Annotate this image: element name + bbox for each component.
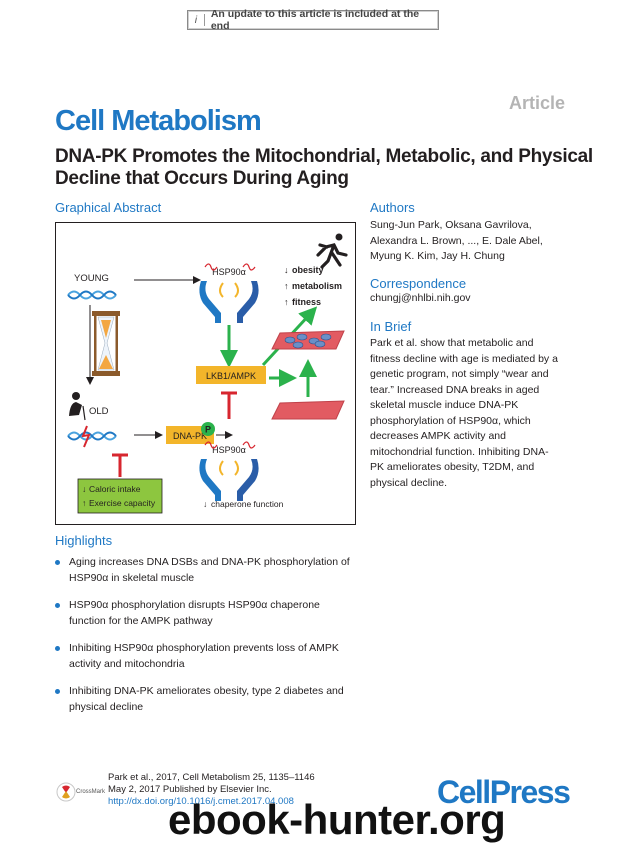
in-brief-text: Park et al. show that metabolic and fitn… xyxy=(370,336,605,491)
authors-line: Myung K. Kim, Jay H. Chung xyxy=(370,250,505,262)
bullet-icon xyxy=(55,689,60,694)
article-type-label: Article xyxy=(508,93,565,113)
article-title: DNA-PK Promotes the Mitochondrial, Metab… xyxy=(55,146,593,189)
doi-link[interactable]: http://dx.doi.org/10.1016/j.cmet.2017.04… xyxy=(108,796,294,807)
caloric-down-arrow: ↓ xyxy=(82,484,86,494)
bullet-icon xyxy=(55,646,60,651)
correspondence-heading: Correspondence xyxy=(370,276,467,291)
muscle-fiber-aged xyxy=(271,400,345,420)
caloric-label: Caloric intake xyxy=(89,484,141,494)
update-banner[interactable]: i An update to this article is included … xyxy=(187,8,439,32)
chaperone-down-arrow: ↓ xyxy=(203,499,207,509)
in-brief-heading: In Brief xyxy=(370,319,412,334)
intake-box xyxy=(77,478,163,514)
hsp90-bottom-subunit-right xyxy=(237,459,259,501)
lkb1-ampk-box xyxy=(196,366,266,384)
highlight-item: Aging increases DNA DSBs and DNA-PK phos… xyxy=(55,554,355,586)
hsp90-top-subunit-left xyxy=(199,281,221,323)
hsp90-top-subunit-right xyxy=(237,281,259,323)
in-brief-line: phosphorylation of HSP90α, which xyxy=(370,414,531,427)
highlights-list: Aging increases DNA DSBs and DNA-PK phos… xyxy=(55,554,355,726)
citation-line: May 2, 2017 Published by Elsevier Inc. xyxy=(108,784,272,795)
graphical-abstract: YOUNG OLD xyxy=(55,222,356,525)
in-brief-line: genetic program, not simply “wear and xyxy=(370,368,549,380)
hsp90-bottom-tail-left xyxy=(204,441,218,449)
metabolism-label: metabolism xyxy=(292,281,342,291)
mitochondrion xyxy=(314,340,326,348)
fitness-up-arrow: ↑ xyxy=(284,297,289,307)
hsp90-top-tail-left xyxy=(204,263,218,271)
journal-name: Cell Metabolism xyxy=(55,105,262,137)
update-banner-text: An update to this article is included at… xyxy=(210,8,420,32)
authors-line: Alexandra L. Brown, ..., E. Dale Abel, xyxy=(370,234,543,247)
exercise-up-arrow: ↑ xyxy=(82,498,86,508)
in-brief-line: fitness decline with age is mediated by … xyxy=(370,352,558,365)
dnapk-label: DNA-PK xyxy=(173,431,207,441)
graphical-abstract-figure: YOUNG OLD xyxy=(67,233,348,514)
in-brief-line: decreases AMPK activity and xyxy=(370,430,506,442)
hsp90-bottom-atp xyxy=(219,460,239,476)
runner-icon xyxy=(316,243,348,269)
old-label: OLD xyxy=(89,406,109,417)
metabolism-up-arrow: ↑ xyxy=(284,281,289,291)
graphical-abstract-heading: Graphical Abstract xyxy=(55,200,162,215)
watermark-text: ebook-hunter.org xyxy=(168,796,506,843)
dna-old-icon xyxy=(67,425,117,448)
mitochondrion xyxy=(296,333,308,341)
citation: Park et al., 2017, Cell Metabolism 25, 1… xyxy=(108,772,315,808)
dna-young-icon xyxy=(67,290,117,300)
bullet-icon xyxy=(55,603,60,608)
young-label: YOUNG xyxy=(74,273,109,284)
in-brief-line: mitochondrial function. Inhibiting DNA- xyxy=(370,445,549,458)
mitochondrion xyxy=(320,333,332,341)
in-brief-line: physical decline. xyxy=(370,476,448,489)
fitness-label: fitness xyxy=(292,297,321,307)
citation-line: Park et al., 2017, Cell Metabolism 25, 1… xyxy=(108,772,315,783)
muscle-fiber-healthy xyxy=(271,330,345,350)
highlight-item: Inhibiting DNA-PK ameliorates obesity, t… xyxy=(55,683,355,715)
lkb1-ampk-label: LKB1/AMPK xyxy=(206,371,256,381)
highlight-item: HSP90α phosphorylation disrupts HSP90α c… xyxy=(55,597,355,629)
hsp90-bottom-subunit-left xyxy=(199,459,221,501)
obesity-label: obesity xyxy=(292,265,324,275)
hsp90-top-tail-right xyxy=(242,263,256,271)
hsp90-top-label: HSP90α xyxy=(212,267,246,277)
info-icon: i xyxy=(188,14,205,26)
chaperone-label: chaperone function xyxy=(211,499,284,509)
in-brief-line: tear.” Increased DNA breaks in aged xyxy=(370,383,540,396)
authors-list: Sung-Jun Park, Oksana Gavrilova, Alexand… xyxy=(370,218,600,265)
runner-head xyxy=(335,233,343,241)
in-brief-line: Park et al. show that metabolic and xyxy=(370,337,534,349)
phosphate-label: P xyxy=(205,425,211,435)
hsp90-bottom-tail-right xyxy=(242,441,256,449)
obesity-down-arrow: ↓ xyxy=(284,265,289,275)
phosphate-badge xyxy=(201,422,215,436)
bullet-icon xyxy=(55,560,60,565)
highlight-item: Inhibiting HSP90α phosphorylation preven… xyxy=(55,640,355,672)
mitochondrion xyxy=(292,341,304,349)
elderly-person-icon xyxy=(69,392,86,421)
crossmark-label: CrossMark xyxy=(76,789,106,795)
in-brief-line: skeletal muscle induce DNA-PK xyxy=(370,399,519,411)
in-brief-line: PK ameliorates obesity, T2DM, and xyxy=(370,461,535,473)
mitochondrion xyxy=(284,336,296,344)
crossmark-icon[interactable] xyxy=(56,782,76,802)
authors-heading: Authors xyxy=(370,200,415,215)
hsp90-bottom-label: HSP90α xyxy=(212,445,246,455)
cellpress-logo: CellPress xyxy=(437,774,571,810)
correspondence-email[interactable]: chungj@nhlbi.nih.gov xyxy=(370,292,471,304)
hsp90-top-atp xyxy=(219,282,239,298)
exercise-label: Exercise capacity xyxy=(89,498,156,508)
hourglass-icon xyxy=(92,311,120,376)
highlights-heading: Highlights xyxy=(55,533,113,548)
authors-line: Sung-Jun Park, Oksana Gavrilova, xyxy=(370,219,532,231)
